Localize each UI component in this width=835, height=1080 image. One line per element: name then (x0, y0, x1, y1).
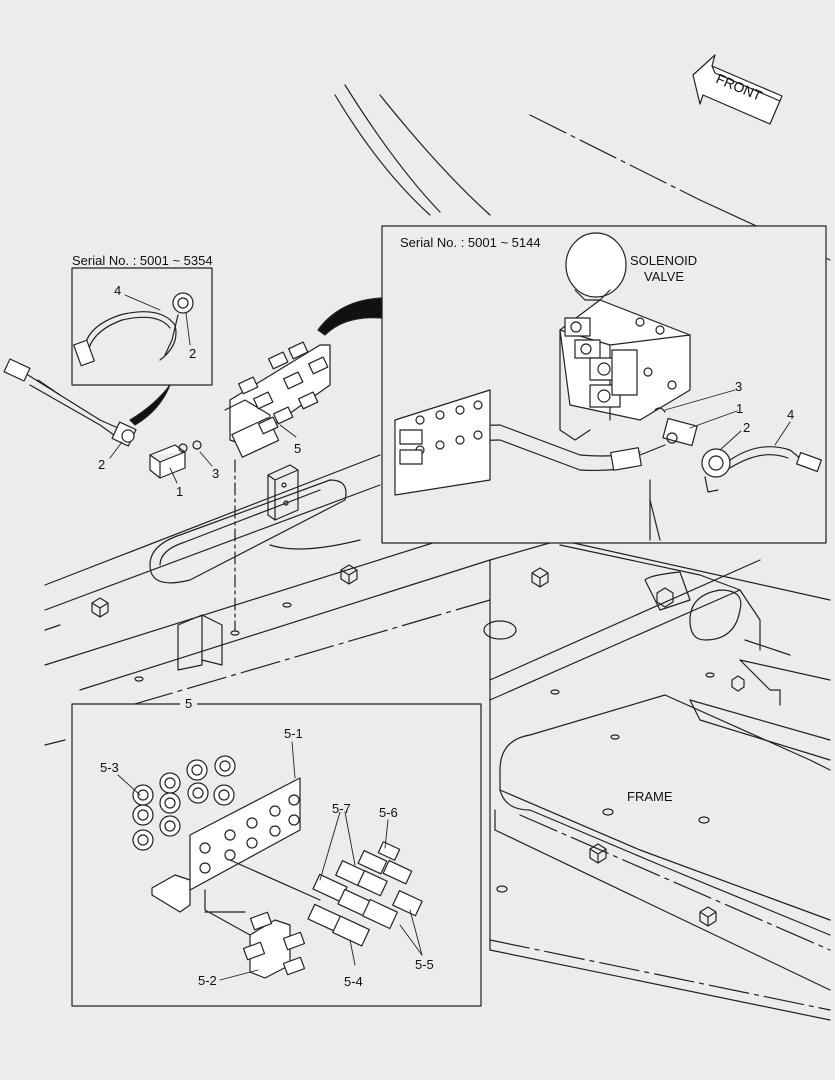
detail-bracket-plate (132, 755, 301, 913)
pressure-switch-harness-left (73, 292, 194, 367)
detail-callout-5-1: 5-1 (284, 726, 303, 741)
inset-right-callout-2: 2 (743, 420, 751, 435)
main-harness (3, 358, 202, 479)
inset-right-callout-3: 3 (735, 379, 743, 394)
detail-callout-5-4: 5-4 (344, 974, 363, 989)
main-callout-3: 3 (212, 466, 220, 481)
solenoid-valve-assembly (394, 232, 822, 541)
detail-callout-5-5: 5-5 (415, 957, 434, 972)
inset-right-callout-1: 1 (736, 401, 744, 416)
connector-swoosh-right (317, 297, 383, 336)
detail-callout-5-6: 5-6 (379, 805, 398, 820)
inset-box-left (71, 267, 213, 386)
frame-structure (44, 454, 831, 1021)
connector-swoosh-left (129, 384, 171, 426)
manifold-block (224, 341, 331, 458)
main-callout-1: 1 (176, 484, 184, 499)
leader-lines (109, 294, 791, 981)
main-callout-2: 2 (98, 457, 106, 472)
inset-left-serial: Serial No. : 5001 ~ 5354 (72, 253, 213, 268)
detail-fittings (204, 841, 423, 979)
inset-left-callout-4: 4 (114, 283, 122, 298)
inset-right-serial: Serial No. : 5001 ~ 5144 (400, 235, 541, 250)
front-arrow-icon (692, 54, 783, 125)
detail-callout-5-3: 5-3 (100, 760, 119, 775)
main-callout-5: 5 (294, 441, 302, 456)
detail-callout-5-2: 5-2 (198, 973, 217, 988)
inset-right-callout-4: 4 (787, 407, 795, 422)
detail-box-title: 5 (180, 697, 198, 710)
inset-left-callout-2: 2 (189, 346, 197, 361)
solenoid-label-2: VALVE (644, 269, 684, 284)
detail-callout-5-7: 5-7 (332, 801, 351, 816)
solenoid-label-1: SOLENOID (630, 253, 698, 268)
frame-label: FRAME (627, 789, 673, 804)
